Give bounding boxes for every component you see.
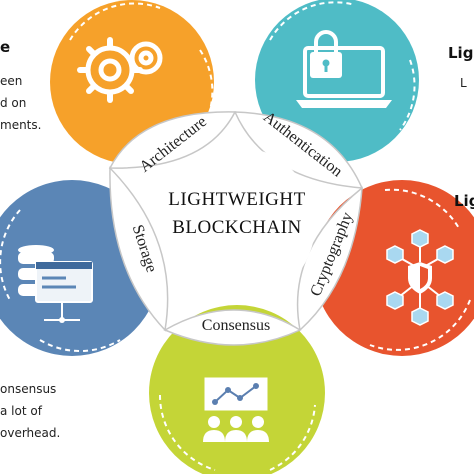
left-bottom-line-3: overhead. [0, 426, 61, 440]
center-title-line1: LIGHTWEIGHT [168, 189, 305, 210]
consensus-label: Consensus [202, 317, 270, 334]
left-top-text: een d on ments. [0, 70, 41, 136]
right-top-title: Lig [448, 44, 474, 62]
storage-petal [109, 166, 169, 332]
left-top-line-2: d on [0, 96, 27, 110]
left-bottom-text: onsensus a lot of overhead. [0, 378, 60, 444]
left-top-line-3: ments. [0, 118, 42, 132]
center-title-line2: BLOCKCHAIN [172, 217, 302, 238]
laptop-lock-icon [296, 30, 392, 108]
center-disc [159, 147, 315, 303]
authentication-circle [255, 0, 419, 162]
left-top-line-1: een [0, 74, 23, 88]
left-top-title: e [0, 38, 11, 56]
database-icon [18, 245, 93, 323]
right-mid-title: Lig [454, 192, 474, 210]
right-top-line: L [460, 76, 467, 90]
gears-icon [77, 37, 163, 103]
network-shield-icon [386, 229, 454, 326]
left-bottom-line-2: a lot of [0, 404, 42, 418]
left-bottom-line-1: onsensus [0, 382, 57, 396]
people-network-icon [203, 377, 269, 442]
